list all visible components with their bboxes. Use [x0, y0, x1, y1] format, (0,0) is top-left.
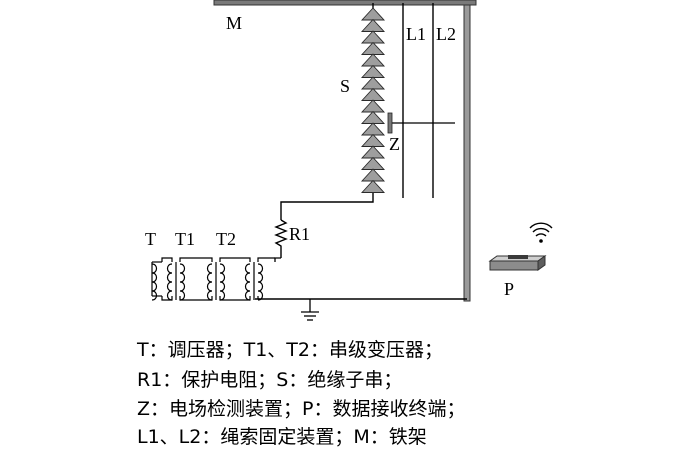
- insulator-label: S: [340, 76, 350, 96]
- insulator-disc-icon: [360, 87, 386, 101]
- transformer-wire: [161, 296, 173, 301]
- transformer-t1-label: T1: [175, 229, 195, 249]
- transformer-chain: [151, 257, 275, 301]
- insulator-disc-icon: [360, 145, 386, 159]
- insulator-string: [360, 7, 386, 193]
- transformer-wire: [257, 257, 275, 262]
- field-sensor: [387, 112, 455, 134]
- legend-line-3: Z：电场检测装置；P：数据接收终端；: [137, 398, 466, 420]
- rope-l2-label: L2: [436, 24, 456, 44]
- frame-top-beam: [213, 0, 477, 6]
- insulator-disc-icon: [360, 18, 386, 32]
- wifi-signal-icon: [529, 222, 553, 243]
- insulator-disc-icon: [360, 41, 386, 55]
- legend-line-4: L1、L2：绳索固定装置；M：铁架: [137, 426, 427, 448]
- insulator-disc-icon: [360, 7, 386, 21]
- transformer-coil-icon: [206, 263, 213, 301]
- sensor-probe: [387, 112, 393, 134]
- frame-label: M: [226, 13, 242, 33]
- hv-lead: [280, 196, 374, 220]
- resistor-label: R1: [289, 224, 310, 244]
- insulator-disc-icon: [360, 133, 386, 147]
- transformer-coil-icon: [151, 263, 158, 301]
- rope-l1-label: L1: [406, 24, 426, 44]
- data-receiver-device: [488, 255, 547, 271]
- transformer-wire: [179, 257, 213, 262]
- field-sensor-label: Z: [389, 134, 400, 154]
- frame-right-post: [463, 4, 471, 302]
- insulator-disc-icon: [360, 156, 386, 170]
- transformer-coil-icon: [257, 263, 264, 301]
- insulator-disc-icon: [360, 53, 386, 67]
- insulator-disc-icon: [360, 168, 386, 182]
- insulator-disc-icon: [360, 110, 386, 124]
- legend-line-1: T：调压器；T1、T2：串级变压器；: [137, 339, 443, 361]
- transformer-coil-icon: [179, 263, 186, 301]
- iron-frame: [213, 0, 477, 302]
- transformer-wire: [219, 257, 251, 262]
- transformer-coil-icon: [244, 263, 251, 301]
- transformer-coil-icon: [166, 263, 173, 301]
- insulator-disc-icon: [360, 99, 386, 113]
- insulator-disc-icon: [360, 122, 386, 136]
- receiver-label: P: [504, 279, 514, 299]
- transformer-coil-icon: [219, 263, 226, 301]
- transformer-wire: [219, 296, 251, 301]
- insulator-disc-icon: [360, 179, 386, 193]
- resistor-r1: [274, 219, 288, 258]
- insulator-disc-icon: [360, 64, 386, 78]
- legend-line-2: R1：保护电阻；S：绝缘子串；: [137, 369, 403, 391]
- resistor-to-t2: [274, 257, 281, 262]
- insulator-disc-icon: [360, 76, 386, 90]
- receiver-screen: [508, 255, 528, 259]
- transformer-t2-label: T2: [216, 229, 236, 249]
- insulator-disc-icon: [360, 30, 386, 44]
- transformer-wire: [161, 257, 173, 262]
- regulator-label: T: [145, 229, 156, 249]
- transformer-wire: [179, 296, 213, 301]
- ground-symbol-icon: [301, 299, 319, 321]
